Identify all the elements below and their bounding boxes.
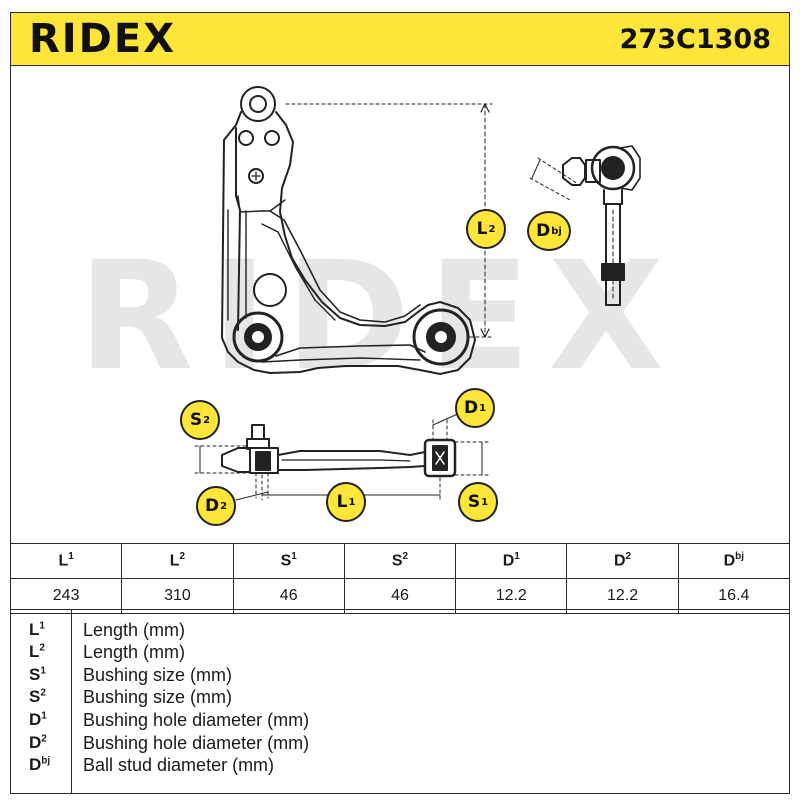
control-arm-front-view — [221, 424, 457, 478]
legend-description: Length (mm) — [83, 620, 186, 640]
legend-description: Length (mm) — [83, 642, 186, 662]
spec-value-cell: 12.2 — [455, 578, 568, 614]
header-sup: 1 — [291, 551, 297, 563]
legend-symbol-sup: 2 — [39, 642, 45, 654]
spec-header-cell: L2 — [121, 543, 234, 579]
spec-value-cell: 12.2 — [566, 578, 679, 614]
legend-symbol-sup: 1 — [40, 665, 46, 677]
header-base: D — [613, 552, 626, 570]
legend-description: Bushing hole diameter (mm) — [83, 733, 310, 753]
legend-symbol-sup: 1 — [39, 620, 45, 632]
header-sup: 2 — [179, 551, 186, 563]
legend-row: S1 Bushing size (mm) — [11, 665, 791, 687]
legend-symbol-base: D — [29, 733, 42, 752]
badge-dbj-sup: bj — [551, 225, 562, 237]
spec-header-cell: L1 — [9, 543, 123, 579]
header-base: L — [58, 552, 69, 570]
legend-symbol-sup: 2 — [40, 687, 46, 699]
header-base: D — [502, 552, 515, 570]
header-sup: 1 — [68, 551, 74, 563]
badge-s2-sup: 2 — [203, 414, 211, 426]
badge-d1-base: D — [463, 398, 479, 418]
badge-s1-base: S — [467, 492, 481, 512]
legend-row: Dbj Ball stud diameter (mm) — [11, 755, 791, 777]
legend-symbol: L1 — [29, 620, 45, 640]
spec-value-cell: 243 — [9, 578, 123, 614]
part-number: 273C1308 — [619, 24, 771, 55]
legend-symbol-base: S — [29, 687, 41, 706]
legend-symbol: L2 — [29, 642, 45, 662]
legend-symbol: S1 — [29, 665, 46, 685]
legend-symbol: D2 — [29, 733, 47, 753]
badge-s2-base: S — [189, 410, 203, 430]
header-sup: bj — [735, 551, 745, 563]
legend-symbol-sup: 2 — [41, 733, 47, 745]
legend-description: Bushing size (mm) — [83, 665, 233, 685]
spec-header-cell: D2 — [566, 543, 679, 579]
legend-symbol-base: D — [29, 710, 42, 729]
spec-value-row: 243 310 46 46 12.2 12.2 16.4 — [9, 578, 791, 614]
drawing-frame — [10, 66, 790, 543]
badge-d2-sup: 2 — [220, 500, 228, 512]
legend-row: L1 Length (mm) — [11, 620, 791, 642]
legend-description: Bushing hole diameter (mm) — [83, 710, 310, 730]
header-sup: 2 — [402, 551, 409, 563]
header-base: D — [723, 552, 736, 570]
spec-header-cell: Dbj — [677, 543, 791, 579]
legend-symbol: Dbj — [29, 755, 50, 775]
legend-row: D2 Bushing hole diameter (mm) — [11, 733, 791, 755]
spec-value-cell: 310 — [121, 578, 234, 614]
ball-joint-side-view — [529, 145, 641, 306]
spec-header-cell: D1 — [455, 543, 568, 579]
header-sup: 2 — [625, 551, 632, 563]
spec-value-cell: 46 — [343, 578, 457, 614]
legend-row: S2 Bushing size (mm) — [11, 687, 791, 709]
header-base: S — [280, 552, 292, 570]
spec-header-cell: S1 — [232, 543, 345, 579]
badge-l2-base: L — [476, 219, 488, 239]
legend-description: Bushing size (mm) — [83, 687, 233, 707]
legend-symbol-sup: 1 — [41, 710, 47, 722]
header-sup: 1 — [514, 551, 520, 563]
legend-box: L1 Length (mm) L2 Length (mm) S1 Bushing… — [10, 609, 790, 794]
legend-description: Ball stud diameter (mm) — [83, 755, 275, 775]
legend-symbol: D1 — [29, 710, 47, 730]
badge-l1-sup: 1 — [348, 496, 356, 508]
legend-divider — [71, 610, 72, 793]
badge-l2-sup: 2 — [488, 223, 496, 235]
badge-l1-base: L — [336, 492, 348, 512]
header-bar: RIDEX 273C1308 — [10, 12, 790, 66]
spec-header-cell: S2 — [343, 543, 457, 579]
spec-table: L1 L2 S1 S2 D1 D2 Dbj 243 310 46 46 12.2… — [9, 543, 791, 614]
legend-symbol: S2 — [29, 687, 46, 707]
header-base: S — [391, 552, 403, 570]
legend-row: L2 Length (mm) — [11, 642, 791, 664]
badge-d1-sup: 1 — [479, 402, 487, 414]
spec-value-cell: 16.4 — [677, 578, 791, 614]
spec-header-row: L1 L2 S1 S2 D1 D2 Dbj — [9, 543, 791, 579]
badge-d2-base: D — [204, 496, 220, 516]
header-base: L — [169, 552, 180, 570]
legend-symbol-base: S — [29, 665, 41, 684]
badge-dbj-base: D — [536, 221, 551, 241]
legend-symbol-base: L — [29, 642, 40, 661]
brand-logo: RIDEX — [29, 16, 177, 62]
legend-symbol-sup: bj — [41, 755, 51, 767]
legend-row: D1 Bushing hole diameter (mm) — [11, 710, 791, 732]
legend-symbol-base: D — [29, 755, 42, 774]
control-arm-top-view — [221, 86, 476, 375]
legend-symbol-base: L — [29, 620, 40, 639]
badge-s1-sup: 1 — [481, 496, 489, 508]
